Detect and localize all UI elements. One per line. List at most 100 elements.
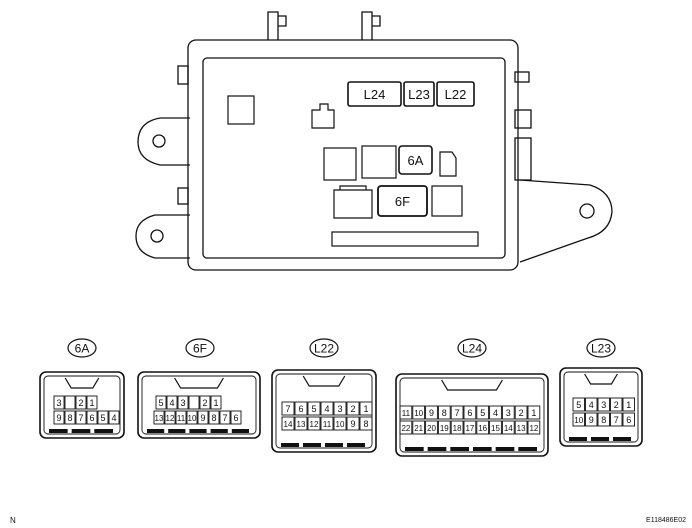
pin-cell: 9 — [585, 412, 598, 427]
top-hook-left — [267, 11, 279, 40]
pin-number: 2 — [202, 398, 207, 408]
pin-number: 13 — [155, 414, 164, 423]
pin-cell: 10 — [572, 412, 585, 427]
pin-number: 16 — [478, 424, 487, 433]
pin-cell: 10 — [412, 405, 426, 420]
cavity-lower-left — [333, 185, 373, 219]
pin-number: 8 — [67, 413, 72, 423]
pin-cell: 5 — [97, 410, 109, 425]
pin-number: 10 — [574, 416, 583, 425]
pin-number: 14 — [504, 424, 513, 433]
pin-cell: 4 — [166, 395, 178, 410]
pin-number: 2 — [78, 398, 83, 408]
mounting-hole-left — [152, 134, 166, 148]
pin-number: 11 — [323, 420, 332, 429]
pin-number: 1 — [626, 400, 631, 410]
pin-cell: 7 — [219, 410, 231, 425]
pin-cell: 9 — [346, 416, 360, 431]
connector-key-tab — [210, 429, 228, 433]
connector-latch — [64, 377, 100, 389]
pin-cell: 16 — [476, 420, 490, 435]
top-hook-right — [361, 11, 373, 40]
connector-label-l24: L24 — [457, 338, 487, 358]
pin-cell: 17 — [463, 420, 477, 435]
pin-number: 7 — [222, 413, 227, 423]
pin-cell: 3 — [597, 397, 610, 412]
pin-number: 4 — [589, 400, 594, 410]
figure-code: E118486E02 — [646, 517, 686, 524]
cavity-square — [227, 95, 255, 125]
pin-cell: 1 — [210, 395, 222, 410]
connector-latch — [302, 375, 346, 387]
connector-key-tab — [518, 447, 537, 451]
pin-cell: 18 — [450, 420, 464, 435]
pin-number: 13 — [297, 420, 306, 429]
pin-number: 15 — [491, 424, 500, 433]
pin-number: 11 — [177, 414, 186, 423]
block-connector-l24: L24 — [347, 81, 402, 107]
block-label-l23: L23 — [408, 87, 430, 102]
top-hook-left-inner — [278, 15, 287, 27]
pin-cell: 5 — [155, 395, 167, 410]
connector-key-tab — [303, 443, 321, 447]
pin-number: 4 — [493, 408, 498, 418]
pin-number: 13 — [517, 424, 526, 433]
pin-number: 12 — [529, 424, 538, 433]
pin-number: 10 — [336, 420, 345, 429]
connector-key-tab — [189, 429, 207, 433]
mounting-wing-right — [519, 179, 613, 263]
pin-number: 4 — [111, 413, 116, 423]
pin-cell: 4 — [489, 405, 502, 420]
connector-key-tab — [281, 443, 299, 447]
housing-outer — [187, 39, 519, 271]
pin-cell: 19 — [437, 420, 451, 435]
pin-cell: 1 — [622, 397, 635, 412]
pin-number: 6 — [298, 404, 303, 414]
pin-number: 6 — [626, 415, 631, 425]
mounting-hole-lower-left — [150, 229, 164, 243]
pin-number: 20 — [427, 424, 436, 433]
pin-cell: 6 — [86, 410, 98, 425]
pin-cell: 20 — [425, 420, 438, 435]
pin-cell: 8 — [359, 416, 373, 431]
pin-cell: 2 — [199, 395, 211, 410]
pin-number: 19 — [440, 424, 449, 433]
pin-number: 9 — [429, 408, 434, 418]
pin-number: 9 — [56, 413, 61, 423]
connector-key-tab — [94, 429, 113, 433]
pin-cell: 8 — [437, 405, 451, 420]
pin-cell: 14 — [501, 420, 515, 435]
connector-latch — [584, 373, 618, 385]
pin-cell: 11 — [399, 405, 413, 420]
pin-number: 8 — [363, 419, 368, 429]
pin-cell: 6 — [622, 412, 635, 427]
pin-number: 1 — [213, 398, 218, 408]
pin-number: 1 — [89, 398, 94, 408]
pin-number: 22 — [401, 424, 410, 433]
pin-cell: 21 — [412, 420, 426, 435]
connector-label-text: L22 — [314, 342, 334, 356]
junction-block — [135, 11, 613, 271]
cavity-relay-small — [311, 103, 335, 129]
pin-cell: 4 — [108, 410, 120, 425]
connector-label-l23: L23 — [586, 338, 616, 358]
pin-cell: 15 — [489, 420, 502, 435]
pin-number: 8 — [442, 408, 447, 418]
connector-key-tab — [168, 429, 186, 433]
pin-number: 3 — [337, 404, 342, 414]
connector-key-tab — [325, 443, 343, 447]
mounting-hole-right — [579, 203, 595, 219]
pin-cell: 1 — [527, 405, 541, 420]
connector-housing — [39, 371, 125, 439]
connector-key-tab — [147, 429, 165, 433]
connector-key-tab — [450, 447, 469, 451]
pin-number: 18 — [453, 424, 462, 433]
connector-key-tab — [49, 429, 68, 433]
side-clip — [514, 71, 530, 83]
pin-number: 4 — [324, 404, 329, 414]
block-label-6a: 6A — [408, 153, 424, 168]
pin-cell: 12 — [164, 410, 176, 425]
